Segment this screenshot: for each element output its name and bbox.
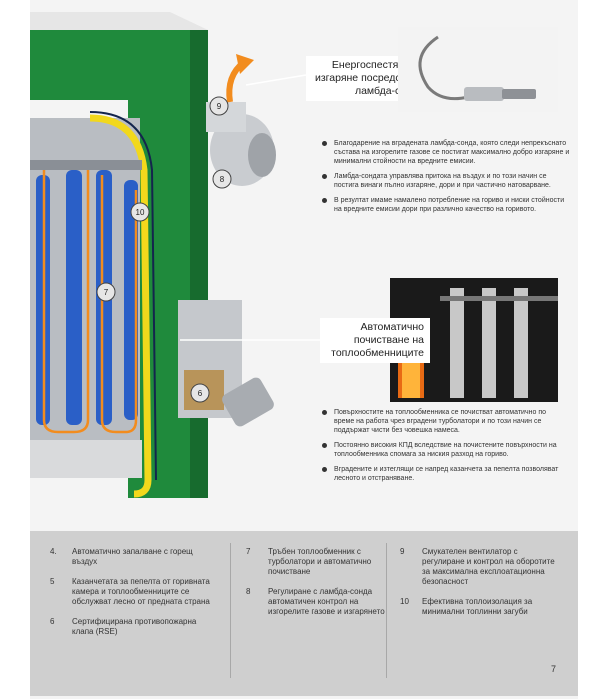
legend-text: Сертифицирана противопожарна клапа (RSE) <box>72 617 197 636</box>
legend-item: 7 Тръбен топлообменник с турболатори и а… <box>246 547 386 577</box>
legend-text: Автоматично запалване с горещ въздух <box>72 547 193 566</box>
badge-7-label: 7 <box>104 288 109 297</box>
turbulator-spiral <box>514 288 528 398</box>
list-item: Постоянно високия КПД вследствие на почи… <box>320 441 560 459</box>
turbulator-photo <box>390 278 558 402</box>
legend-divider <box>230 543 231 678</box>
legend-number: 6 <box>50 617 55 626</box>
list-item: Ламбда-сондата управлява притока на възд… <box>320 172 570 190</box>
legend-column-1: 4. Автоматично запалване с горещ въздух … <box>50 547 210 647</box>
badge-7: 7 <box>96 282 116 302</box>
lambda-bullet-list: Благодарение на вградената ламбда-сонда,… <box>320 139 570 220</box>
turbulator-spiral <box>482 288 496 398</box>
legend-number: 5 <box>50 577 55 586</box>
insulation-outline <box>89 111 157 481</box>
sensor-body <box>464 87 504 101</box>
boiler-cutaway-illustration: 9 8 10 7 6 <box>30 12 320 498</box>
legend-text: Регулиране с ламбда-сонда автоматичен ко… <box>268 587 385 616</box>
sensor-tip <box>502 89 536 99</box>
arrow-head-icon <box>236 54 254 74</box>
legend-number: 8 <box>246 587 251 596</box>
legend-column-2: 7 Тръбен топлообменник с турболатори и а… <box>246 547 386 627</box>
legend-text: Казанчетата за пепелта от горивната каме… <box>72 577 210 606</box>
list-item: Вградените и изтеглящи се напред казанче… <box>320 465 560 483</box>
turbulator-rail <box>440 296 558 301</box>
turbulator-spiral <box>450 288 464 398</box>
badge-6: 6 <box>190 383 210 403</box>
badge-8: 8 <box>212 169 232 189</box>
exchanger-tube <box>66 170 82 425</box>
legend-item: 4. Автоматично запалване с горещ въздух <box>50 547 210 567</box>
callout-leader-line <box>245 74 307 86</box>
legend-number: 10 <box>400 597 409 606</box>
list-item: Благодарение на вградената ламбда-сонда,… <box>320 139 570 166</box>
legend-column-3: 9 Смукателен вентилатор с регулиране и к… <box>400 547 560 627</box>
badge-10-label: 10 <box>136 208 145 217</box>
legend-item: 8 Регулиране с ламбда-сонда автоматичен … <box>246 587 386 617</box>
turbulator-rail <box>30 160 142 170</box>
exchanger-tube <box>124 180 138 420</box>
legend-item: 9 Смукателен вентилатор с регулиране и к… <box>400 547 560 587</box>
badge-9: 9 <box>209 96 229 116</box>
boiler-housing-side <box>190 30 208 498</box>
list-item: Повърхностите на топлообменника се почис… <box>320 408 560 435</box>
fan-motor <box>248 133 276 177</box>
turbulator-loop <box>100 175 138 434</box>
badge-6-label: 6 <box>198 389 203 398</box>
legend-text: Ефективна топлоизолация за минимални топ… <box>422 597 533 616</box>
legend-number: 7 <box>246 547 251 556</box>
sensor-cable <box>418 35 469 101</box>
cleaning-bullet-list: Повърхностите на топлообменника се почис… <box>320 408 560 489</box>
legend-item: 6 Сертифицирана противопожарна клапа (RS… <box>50 617 210 637</box>
callout-auto-cleaning: Автоматично почистване на топлообменници… <box>320 318 430 363</box>
lambda-sensor-photo <box>398 27 558 112</box>
legend-item: 5 Казанчетата за пепелта от горивната ка… <box>50 577 210 607</box>
legend-divider <box>386 543 387 678</box>
badge-8-label: 8 <box>220 175 225 184</box>
flame-core <box>402 358 420 398</box>
boiler-top-panel <box>30 12 208 30</box>
page-number: 7 <box>550 664 556 674</box>
badge-10: 10 <box>130 202 150 222</box>
ash-area <box>30 440 142 478</box>
component-legend: 4. Автоматично запалване с горещ въздух … <box>30 531 578 696</box>
brochure-page: 9 8 10 7 6 Енергоспестяващо изгаряне пос… <box>30 0 578 699</box>
turbulator-loop <box>42 170 90 434</box>
insulation-layer <box>89 114 152 498</box>
badge-9-label: 9 <box>217 102 222 111</box>
legend-item: 10 Ефективна топлоизолация за минимални … <box>400 597 560 617</box>
legend-number: 9 <box>400 547 405 556</box>
legend-text: Тръбен топлообменник с турболатори и авт… <box>268 547 372 576</box>
ash-screw-motor <box>222 377 274 427</box>
legend-number: 4. <box>50 547 57 556</box>
boiler-housing <box>30 30 208 498</box>
legend-text: Смукателен вентилатор с регулиране и кон… <box>422 547 555 586</box>
list-item: В резултат имаме намалено потребление на… <box>320 196 570 214</box>
